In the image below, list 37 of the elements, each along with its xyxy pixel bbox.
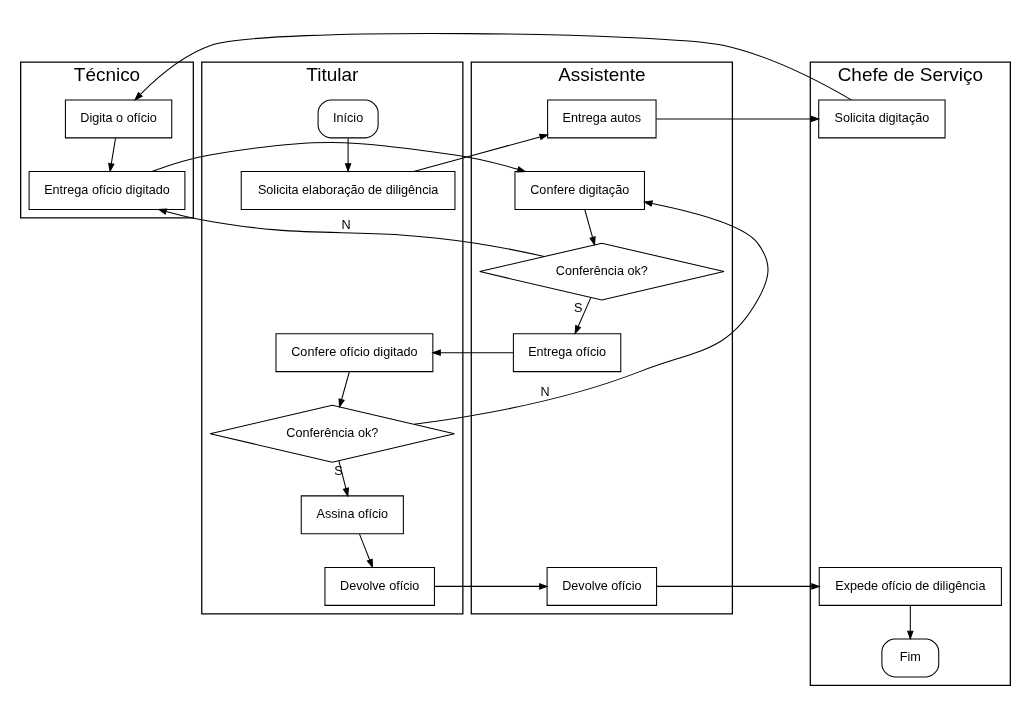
edge-label: N xyxy=(341,217,351,232)
arrow xyxy=(157,208,545,257)
arrow xyxy=(574,296,592,335)
arrow xyxy=(434,582,549,590)
node-diamond: Conferência ok? xyxy=(479,242,725,301)
node-box: Devolve ofício xyxy=(324,566,435,606)
arrow xyxy=(108,137,117,173)
edge-label: N xyxy=(540,384,550,399)
arrow xyxy=(344,137,352,173)
node-box: Solicita elaboração de diligência xyxy=(240,170,456,210)
arrow xyxy=(338,370,350,408)
node-box: Digita o ofício xyxy=(64,98,173,138)
arrow xyxy=(655,115,821,122)
arrow xyxy=(134,32,852,101)
node-box: Entrega ofício digitado xyxy=(28,170,186,210)
node-diamond: Conferência ok? xyxy=(209,404,455,463)
arrow xyxy=(584,208,596,246)
node-box: Confere ofício digitado xyxy=(275,332,434,372)
node-box: Fim xyxy=(881,638,940,677)
arrow xyxy=(431,348,514,356)
node-box: Solicita digitação xyxy=(818,98,946,138)
node-box: Devolve ofício xyxy=(546,566,658,606)
arrow xyxy=(413,133,549,172)
arrow xyxy=(907,604,914,640)
edge-label: S xyxy=(334,463,343,478)
node-box: Expede ofício de diligência xyxy=(818,566,1002,606)
node-box: Assina ofício xyxy=(300,494,404,534)
arrow xyxy=(358,533,374,568)
arrow xyxy=(338,459,350,497)
node-box: Entrega autos xyxy=(547,98,657,138)
node-box: Confere digitação xyxy=(514,170,645,210)
edge-label: S xyxy=(574,300,583,315)
node-box: Entrega ofício xyxy=(512,332,622,372)
arrow xyxy=(656,582,821,590)
arrow xyxy=(413,199,769,425)
arrow xyxy=(151,141,527,172)
node-box: Início xyxy=(317,98,379,138)
